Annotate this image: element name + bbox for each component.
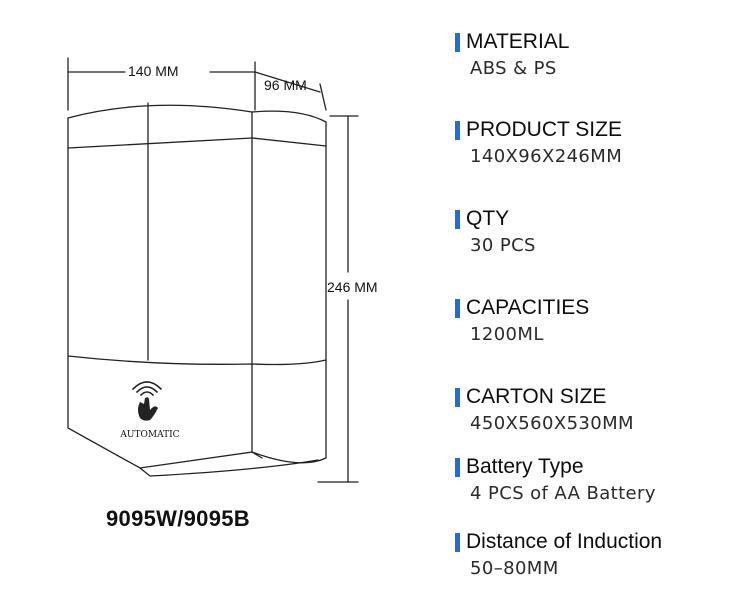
spec-value: 50–80MM (470, 558, 559, 579)
spec-label: Battery Type (466, 455, 584, 478)
wave-outer (132, 381, 162, 390)
automatic-badge: AUTOMATIC (119, 430, 179, 440)
spec-label: CARTON SIZE (466, 385, 607, 408)
wave-middle (136, 386, 158, 393)
front-face (67, 104, 253, 469)
hand-icon (138, 397, 158, 421)
spec-label: Distance of Induction (466, 530, 663, 553)
product-drawing: AUTOMATIC 140 MM 96 MM 246 MM 9095W/9095… (67, 57, 378, 531)
spec-qty: QTY 30 PCS (455, 207, 536, 256)
lid-line-side (251, 137, 327, 147)
lid-line-front (67, 137, 253, 149)
accent-bar (455, 532, 460, 552)
dispenser-outline: AUTOMATIC (67, 57, 359, 483)
depth-label: 96 MM (264, 77, 307, 93)
spec-value: 1200ML (470, 324, 544, 345)
spec-label: PRODUCT SIZE (466, 118, 622, 141)
spec-label: CAPACITIES (466, 296, 590, 319)
side-face (251, 110, 327, 464)
spec-label: MATERIAL (466, 30, 570, 53)
accent-bar (455, 120, 460, 140)
spec-value: 4 PCS of AA Battery (470, 483, 656, 504)
spec-capacities: CAPACITIES 1200ML (455, 296, 589, 345)
base-corner (251, 451, 263, 459)
spec-induction-distance: Distance of Induction 50–80MM (455, 530, 662, 579)
accent-bar (455, 457, 460, 477)
spec-material: MATERIAL ABS & PS (455, 30, 569, 79)
depth-dim-line (254, 71, 321, 93)
accent-bar (455, 387, 460, 407)
wave-inner (140, 391, 154, 396)
spec-value: 140X96X246MM (470, 146, 623, 167)
spec-list: MATERIAL ABS & PS PRODUCT SIZE 140X96X24… (455, 0, 750, 611)
width-label: 140 MM (128, 63, 179, 79)
spec-value: ABS & PS (470, 58, 557, 79)
model-number: 9095W/9095B (106, 506, 250, 531)
spec-label: QTY (466, 207, 510, 230)
spec-carton-size: CARTON SIZE 450X560X530MM (455, 385, 634, 434)
accent-bar (455, 298, 460, 318)
spec-value: 30 PCS (470, 235, 536, 256)
base-edge (139, 459, 319, 477)
depth-ext (319, 83, 327, 111)
height-label: 246 MM (327, 279, 378, 295)
spec-value: 450X560X530MM (470, 413, 634, 434)
spec-product-size: PRODUCT SIZE 140X96X246MM (455, 118, 622, 167)
accent-bar (455, 209, 460, 229)
accent-bar (455, 32, 460, 52)
lower-panel-line (67, 355, 327, 366)
spec-battery-type: Battery Type 4 PCS of AA Battery (455, 455, 656, 504)
